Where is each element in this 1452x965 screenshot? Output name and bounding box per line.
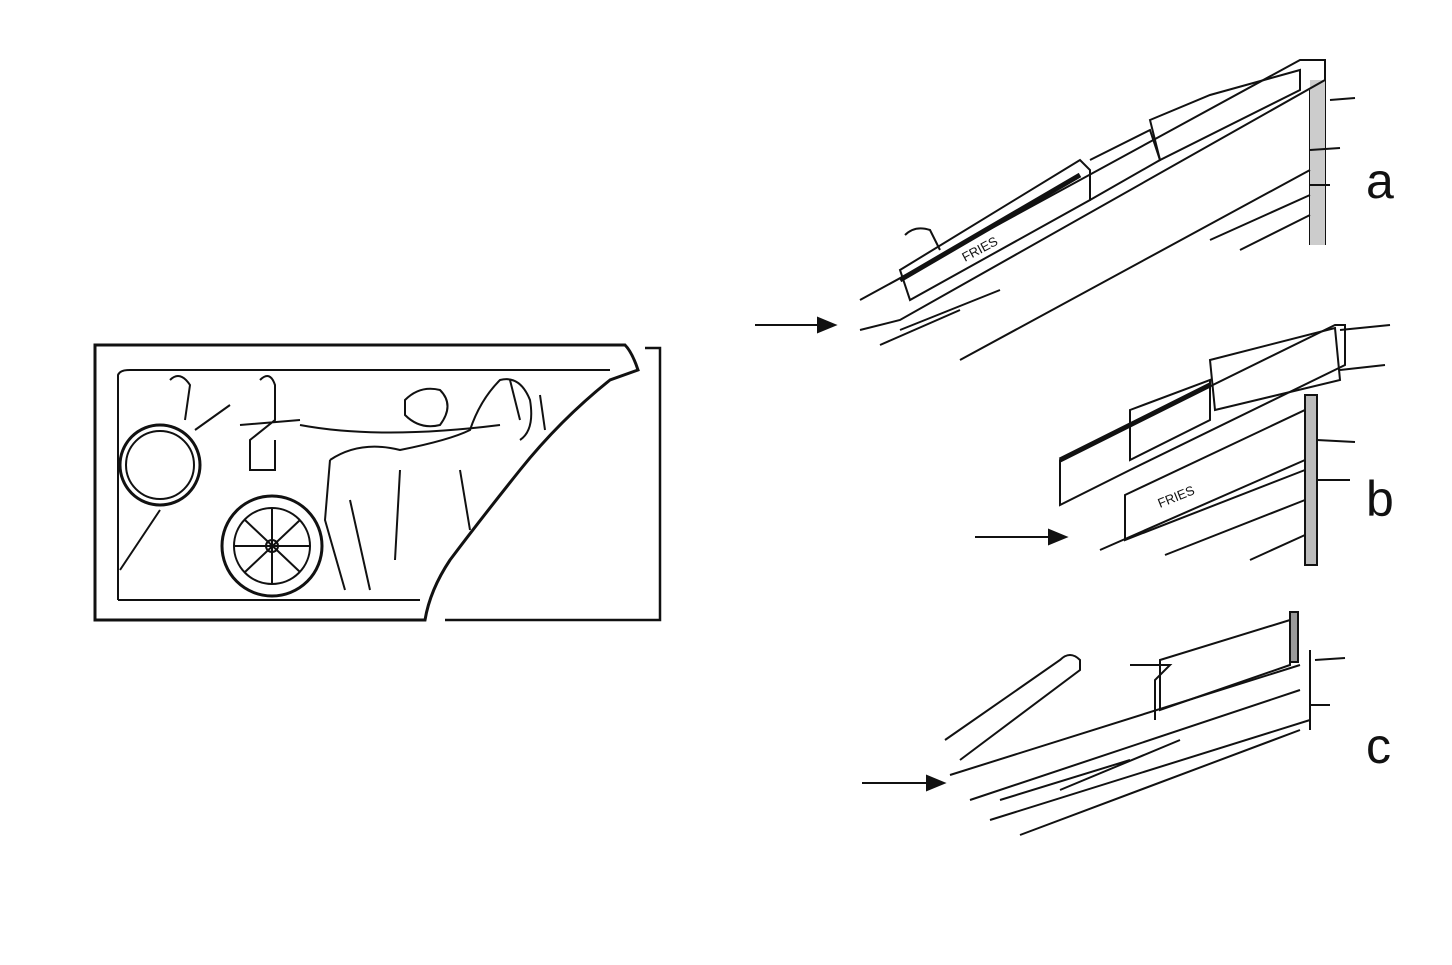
chariot-wheel-icon xyxy=(220,494,324,598)
frieze-label-a: FRIES xyxy=(959,233,1000,264)
arrow-icon xyxy=(755,316,838,334)
section-label-b: b xyxy=(1366,471,1394,527)
section-b-drawing: FRIES xyxy=(1058,324,1391,566)
section-label-a: a xyxy=(1366,153,1394,209)
arrow-icon xyxy=(862,774,947,792)
section-label-c: c xyxy=(1366,718,1391,774)
section-c-drawing xyxy=(944,611,1346,836)
section-a-drawing: FRIES xyxy=(859,59,1356,361)
chariot-relief-panel xyxy=(93,343,662,622)
arrow-icon xyxy=(975,528,1069,546)
shield-icon xyxy=(118,423,202,507)
frieze-label-b: FRIES xyxy=(1156,482,1197,510)
